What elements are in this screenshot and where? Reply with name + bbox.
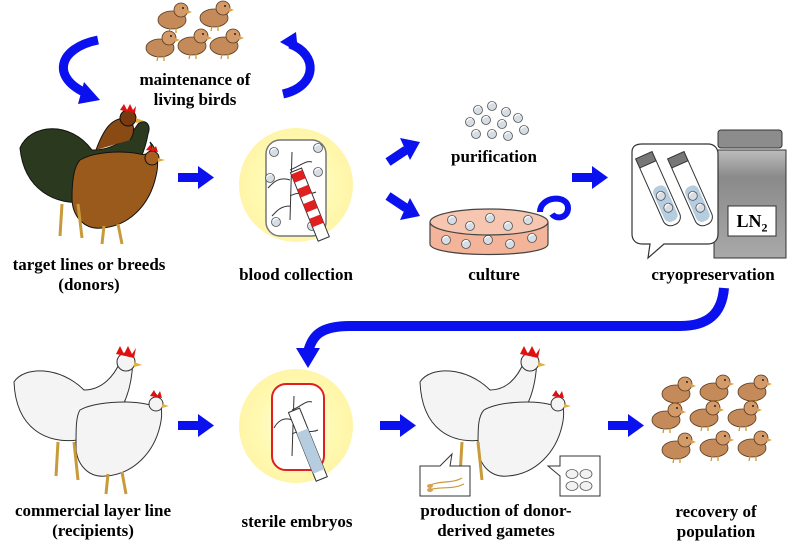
donor-hens-illustration (19, 104, 165, 245)
label-recipients-line2: (recipients) (52, 521, 134, 540)
label-recovery-line2: population (676, 522, 756, 541)
arrow-to-cryopreservation (572, 166, 608, 189)
label-maintenance-line2: living birds (153, 90, 237, 109)
label-blood-collection-text: blood collection (239, 265, 353, 284)
arrow-embryos-to-gametes (380, 414, 416, 437)
ln2-label-main: LN (736, 211, 762, 231)
sperm-callout (419, 452, 471, 497)
label-donors-line1: target lines or breeds (12, 255, 166, 274)
cryo-tubes-callout (631, 143, 719, 260)
blood-collection-illustration (239, 128, 353, 242)
label-sterile-embryos: sterile embryos (232, 512, 362, 532)
arrow-recipients-to-embryos (178, 414, 214, 437)
label-donors-line2: (donors) (58, 275, 120, 294)
egg-callout (546, 455, 601, 497)
arrow-cryo-to-embryos (296, 287, 729, 368)
label-gametes-line2: derived gametes (437, 521, 555, 540)
culture-dish-illustration (429, 195, 572, 256)
label-maintenance: maintenance of living birds (118, 70, 272, 110)
arrow-donors-to-blood (178, 166, 214, 189)
label-recovery-line1: recovery of (675, 502, 757, 521)
ln2-label: LN2 (728, 206, 776, 236)
label-gametes-line1: production of donor- (420, 501, 572, 520)
loop-arrow-right (280, 32, 315, 99)
label-recipients-line1: commercial layer line (14, 501, 172, 520)
label-cryopreservation: cryopreservation (636, 265, 790, 285)
ln2-tank-illustration (713, 129, 787, 259)
loop-arrow-left (58, 35, 100, 104)
chick-group-bottom (651, 374, 773, 464)
label-recipients: commercial layer line (recipients) (0, 501, 186, 541)
arrow-to-purification (385, 138, 420, 166)
chick-group-top (145, 0, 245, 62)
label-sterile-embryos-text: sterile embryos (241, 512, 353, 531)
label-culture: culture (452, 265, 536, 285)
label-blood-collection: blood collection (226, 265, 366, 285)
recipient-hens-illustration (13, 346, 169, 495)
label-maintenance-line1: maintenance of (139, 70, 251, 89)
ln2-label-sub: 2 (761, 220, 768, 235)
label-recovery: recovery of population (660, 502, 772, 542)
sterile-embryo-illustration (239, 369, 353, 483)
purified-cells-illustration (464, 100, 530, 142)
label-gametes: production of donor- derived gametes (416, 501, 576, 541)
arrow-to-culture (385, 192, 420, 220)
label-cryopreservation-text: cryopreservation (651, 265, 775, 284)
label-donors: target lines or breeds (donors) (0, 255, 178, 295)
label-purification-text: purification (451, 147, 537, 166)
label-culture-text: culture (468, 265, 520, 284)
arrow-gametes-to-recovery (608, 414, 644, 437)
label-purification: purification (436, 147, 552, 167)
gamete-hens-illustration (419, 346, 571, 481)
